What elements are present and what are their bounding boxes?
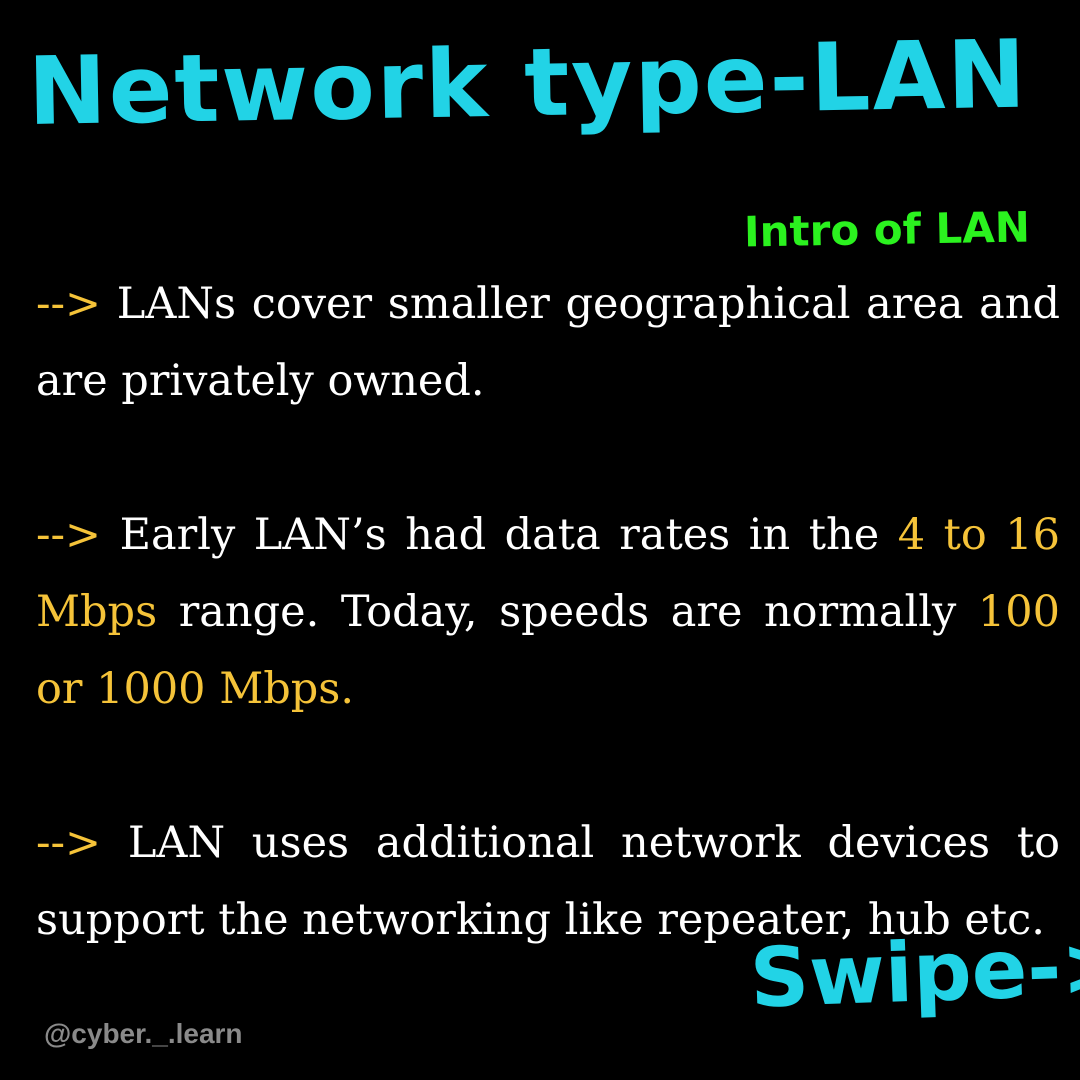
point-text: LANs cover smaller geographical area and… — [36, 279, 1060, 406]
content-body: --> LANs cover smaller geographical area… — [36, 266, 1060, 959]
account-handle: @cyber._.learn — [44, 1018, 243, 1049]
highlighted-rate-early: 4 to 16 Mbps — [36, 510, 1060, 637]
bullet-point-3: --> LAN uses additional network devices … — [36, 805, 1060, 959]
point-text: LAN uses additional network devices to s… — [36, 818, 1060, 945]
point-text: Early LAN’s had data rates in the — [101, 510, 898, 560]
point-text: range. Today, speeds are normally — [157, 587, 978, 637]
page-title: Network type-LAN — [27, 20, 1029, 147]
bullet-point-1: --> LANs cover smaller geographical area… — [36, 266, 1060, 420]
arrow-icon: --> — [36, 818, 102, 868]
highlighted-rate-today: 100 or 1000 Mbps. — [36, 587, 1060, 714]
swipe-prompt[interactable]: Swipe-> — [748, 918, 1080, 1027]
arrow-icon: --> — [36, 510, 102, 560]
arrow-icon: --> — [36, 279, 102, 329]
page-subtitle: Intro of LAN — [743, 202, 1031, 257]
bullet-point-2: --> Early LAN’s had data rates in the 4 … — [36, 497, 1060, 728]
